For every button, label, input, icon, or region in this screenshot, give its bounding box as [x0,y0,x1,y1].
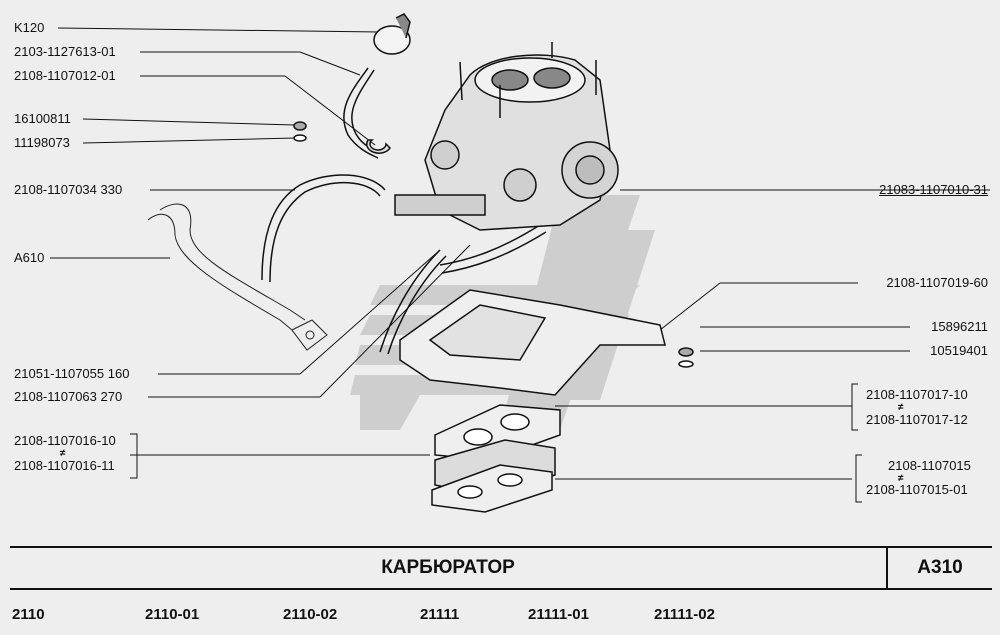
leader-lines [50,27,990,480]
label-11198073: 11198073 [14,135,70,150]
model-21111-02: 21111-02 [654,606,715,623]
model-2110-02: 2110-02 [283,606,338,623]
hose-clamp [366,139,391,154]
label-2108-1107016-11: 2108-1107016-11 [14,458,115,473]
label-2108-1107015: 2108-1107015 [888,458,971,473]
label-2108-1107019-60: 2108-1107019-60 [886,275,988,290]
not-equal-sign-right-2: ≠ [898,473,904,484]
label-15896211: 15896211 [931,319,988,334]
return-hose [147,203,328,351]
label-16100811: 16100811 [14,111,71,126]
fuel-hoses [261,174,547,355]
model-2110-01: 2110-01 [145,606,200,623]
label-21051-1107055: 21051-1107055 160 [14,366,130,381]
label-2108-1107034: 2108-1107034 330 [14,182,123,197]
section-code: A310 [917,557,963,578]
brackets [130,383,862,503]
label-2108-1107015-01: 2108-1107015-01 [866,482,968,497]
label-10519401: 10519401 [930,343,988,358]
label-2108-1107063: 2108-1107063 270 [14,389,123,404]
gasket-lower [431,464,553,513]
model-21111-01: 21111-01 [528,606,589,623]
label-a610: A610 [14,250,45,265]
label-2103-1127613-01: 2103-1127613-01 [14,44,116,59]
carburetor-body [394,42,619,231]
vacuum-hose [343,67,383,159]
label-2108-1107016-10: 2108-1107016-10 [14,433,116,448]
check-valve [373,13,411,55]
heat-shield [399,289,666,396]
label-2108-1107017-10: 2108-1107017-10 [866,387,968,402]
page-title: КАРБЮРАТОР [381,557,515,578]
model-2110: 2110 [12,606,45,623]
title-bar: КАРБЮРАТОР A310 [10,546,992,590]
not-equal-sign-right-1: ≠ [898,402,904,413]
gasket-upper [434,404,561,461]
nut-washer [293,121,694,368]
model-21111: 21111 [420,606,460,623]
label-2108-1107017-12: 2108-1107017-12 [866,412,968,427]
title-divider [886,548,888,588]
label-k120: K120 [14,20,45,35]
label-21083-1107010-31: 21083-1107010-31 [879,182,988,197]
label-2108-1107012-01: 2108-1107012-01 [14,68,116,83]
not-equal-sign-left: ≠ [60,448,66,459]
